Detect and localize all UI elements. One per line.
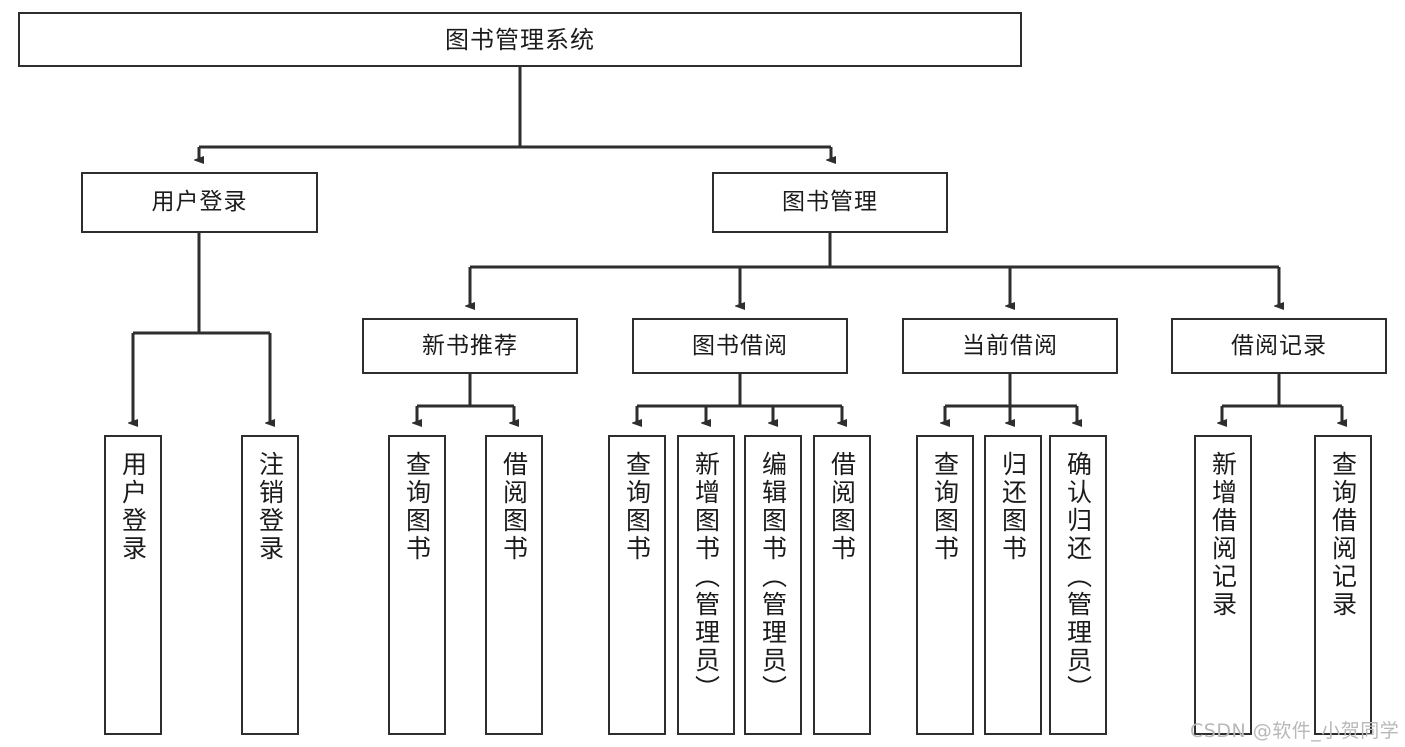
leaf-user-logout[interactable]: 注销登录: [241, 435, 299, 735]
node-label: 确认归还（管理员）: [1063, 451, 1093, 703]
leaf-query-book-new[interactable]: 查询图书: [388, 435, 446, 735]
leaf-return-book[interactable]: 归还图书: [984, 435, 1042, 735]
leaf-user-login[interactable]: 用户登录: [104, 435, 162, 735]
node-label: 新增图书（管理员）: [691, 451, 721, 703]
node-label: 借阅图书: [827, 451, 857, 563]
node-label: 注销登录: [255, 451, 285, 563]
node-label: 借阅图书: [499, 451, 529, 563]
node-label: 查询图书: [622, 451, 652, 563]
node-label: 查询图书: [930, 451, 960, 563]
leaf-add-book[interactable]: 新增图书（管理员）: [677, 435, 735, 735]
node-label: 查询借阅记录: [1328, 451, 1358, 619]
node-borrow-record[interactable]: 借阅记录: [1171, 318, 1387, 374]
leaf-query-book-current[interactable]: 查询图书: [916, 435, 974, 735]
leaf-add-borrow-record[interactable]: 新增借阅记录: [1194, 435, 1252, 735]
node-book-borrow[interactable]: 图书借阅: [632, 318, 848, 374]
node-label: 图书管理: [782, 189, 878, 216]
leaf-confirm-return[interactable]: 确认归还（管理员）: [1049, 435, 1107, 735]
leaf-borrow-book[interactable]: 借阅图书: [813, 435, 871, 735]
leaf-borrow-book-new[interactable]: 借阅图书: [485, 435, 543, 735]
node-root-system[interactable]: 图书管理系统: [18, 12, 1022, 67]
node-new-book-recommend[interactable]: 新书推荐: [362, 318, 578, 374]
node-label: 编辑图书（管理员）: [758, 451, 788, 703]
node-label: 新书推荐: [422, 332, 518, 359]
node-current-borrow[interactable]: 当前借阅: [902, 318, 1118, 374]
node-label: 新增借阅记录: [1208, 451, 1238, 619]
node-label: 图书管理系统: [445, 25, 595, 54]
node-label: 当前借阅: [962, 332, 1058, 359]
node-label: 用户登录: [118, 451, 148, 563]
node-label: 借阅记录: [1231, 332, 1327, 359]
node-label: 图书借阅: [692, 332, 788, 359]
node-user-login[interactable]: 用户登录: [81, 172, 318, 233]
leaf-query-borrow-record[interactable]: 查询借阅记录: [1314, 435, 1372, 735]
node-book-manage[interactable]: 图书管理: [712, 172, 948, 233]
node-label: 用户登录: [151, 189, 248, 216]
leaf-edit-book[interactable]: 编辑图书（管理员）: [744, 435, 802, 735]
leaf-query-book-borrow[interactable]: 查询图书: [608, 435, 666, 735]
watermark: CSDN @软件_小贺同学: [1190, 720, 1400, 742]
node-label: 查询图书: [402, 451, 432, 563]
node-label: 归还图书: [998, 451, 1028, 563]
